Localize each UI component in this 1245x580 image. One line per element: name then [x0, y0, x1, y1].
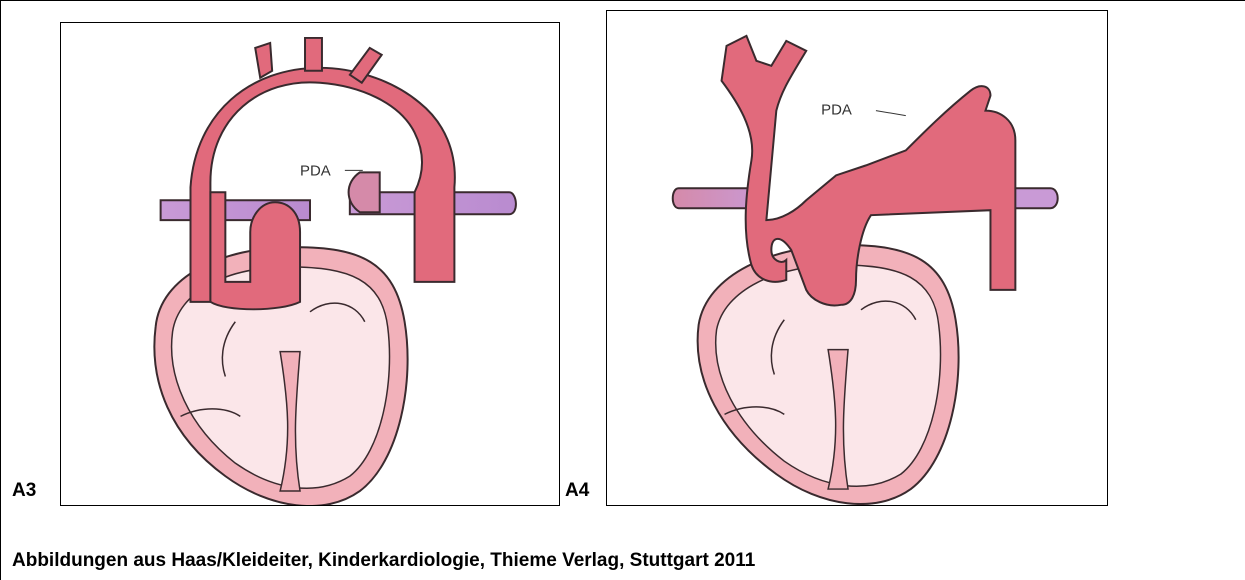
brachiocephalic-artery	[255, 43, 272, 78]
pda-annotation: PDA	[300, 162, 331, 179]
diagram-panel-a3: PDA	[60, 22, 560, 506]
diagram-panel-a4: PDA	[606, 10, 1108, 506]
heart-diagram-a3: PDA	[61, 23, 559, 505]
pda-leader-line	[876, 111, 906, 116]
ductus-arteriosus	[349, 172, 380, 212]
pda-annotation: PDA	[821, 102, 852, 119]
figure-caption: Abbildungen aus Haas/Kleideiter, Kinderk…	[12, 550, 755, 572]
panel-label-a3: A3	[12, 480, 36, 502]
heart-diagram-a4: PDA	[607, 11, 1107, 505]
panel-label-a4: A4	[565, 480, 589, 502]
carotid-artery	[305, 38, 322, 71]
